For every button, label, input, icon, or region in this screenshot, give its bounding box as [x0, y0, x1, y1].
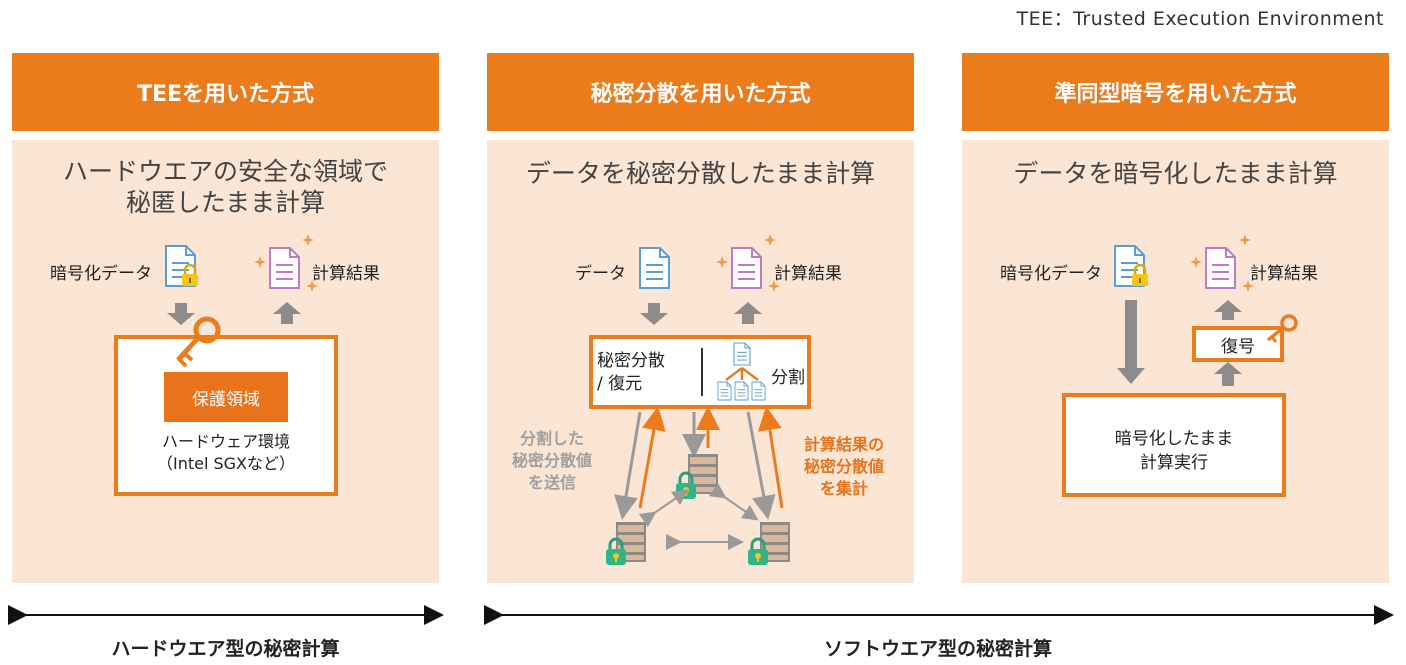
exec-line2: 計算実行	[1140, 453, 1208, 473]
up-arrow-icon-3	[1214, 300, 1242, 320]
encrypted-data-icon-2	[1114, 245, 1150, 288]
aggregate-shares-note: 計算結果の 秘密分散値 を集計	[789, 434, 899, 500]
exec-line1: 暗号化したまま	[1114, 429, 1234, 449]
homomorphic-column-panel: データを暗号化したまま計算 暗号化データ 計算結果 復号 暗号化したまま 計算実…	[962, 140, 1389, 583]
secret-sharing-subtitle: データを秘密分散したまま計算	[525, 159, 876, 188]
secret-sharing-input-label: データ	[575, 264, 626, 284]
send-shares-arrows	[614, 411, 776, 520]
tee-definition-note: TEE：Trusted Execution Environment	[1016, 8, 1384, 30]
server-icon	[604, 522, 646, 567]
tee-header-label: TEEを用いた方式	[136, 82, 315, 107]
homomorphic-subtitle: データを暗号化したまま計算	[1013, 159, 1338, 188]
down-arrow-icon-2	[640, 303, 668, 325]
long-down-arrow-icon	[1117, 300, 1145, 384]
secret-sharing-column-panel: データを秘密分散したまま計算 データ 計算結果 秘密分散 / 復元 分割 分割し…	[487, 140, 914, 583]
key-icon	[176, 316, 221, 368]
secret-sharing-process-box: 秘密分散 / 復元 分割	[589, 335, 811, 409]
tee-input-label: 暗号化データ	[50, 264, 152, 284]
protected-area-label: 保護領域	[164, 372, 288, 422]
up-arrow-icon-2	[734, 302, 762, 324]
data-document-icon	[639, 247, 670, 289]
send-note-line2: 秘密分散値	[511, 451, 592, 470]
process-line2: / 復元	[597, 374, 643, 394]
secret-sharing-column-header: 秘密分散を用いた方式	[487, 53, 914, 131]
result-document-icon-3	[1190, 234, 1254, 292]
hardware-scope-label: ハードウエア型の秘密計算	[111, 638, 340, 660]
server-link-arrows	[638, 482, 759, 550]
aggregate-note-line1: 計算結果の	[803, 435, 884, 454]
down-arrow-icon	[167, 303, 195, 325]
process-divider	[701, 348, 703, 396]
send-shares-note: 分割した 秘密分散値 を送信	[497, 428, 607, 494]
up-arrow-icon-4	[1214, 362, 1242, 386]
aggregate-note-line3: を集計	[819, 479, 868, 498]
up-arrow-icon	[273, 302, 301, 324]
decrypt-label: 復号	[1221, 336, 1255, 357]
decrypt-box: 復号	[1192, 326, 1284, 362]
server-icon	[674, 454, 718, 501]
homomorphic-input-label: 暗号化データ	[1000, 264, 1102, 284]
tee-output-label: 計算結果	[312, 264, 380, 284]
split-diagram-icon	[717, 342, 766, 401]
server-icon	[746, 522, 790, 567]
encrypted-data-icon	[165, 245, 200, 288]
secret-sharing-process-text: 秘密分散 / 復元	[597, 350, 695, 396]
hardware-env-text: ハードウェア環境 （Intel SGXなど）	[118, 431, 334, 475]
tee-subtitle-line1: ハードウエアの安全な領域で	[62, 157, 388, 186]
result-document-icon-2	[716, 234, 780, 292]
homomorphic-column-header: 準同型暗号を用いた方式	[962, 53, 1389, 131]
tee-column-panel: ハードウエアの安全な領域で 秘匿したまま計算 暗号化データ 計算結果 保護領域 …	[12, 140, 439, 583]
tee-hardware-box: 保護領域 ハードウェア環境 （Intel SGXなど）	[114, 335, 338, 496]
homomorphic-output-label: 計算結果	[1250, 264, 1318, 284]
homomorphic-exec-box: 暗号化したまま 計算実行	[1062, 393, 1286, 497]
secret-sharing-header-label: 秘密分散を用いた方式	[590, 82, 811, 107]
homomorphic-header-label: 準同型暗号を用いた方式	[1054, 82, 1297, 107]
tee-subtitle: ハードウエアの安全な領域で 秘匿したまま計算	[12, 156, 439, 218]
aggregate-note-line2: 秘密分散値	[803, 457, 884, 476]
secret-sharing-output-label: 計算結果	[774, 264, 842, 284]
hardware-env-line1: ハードウェア環境	[161, 432, 290, 451]
process-line1: 秘密分散	[597, 351, 665, 371]
tee-subtitle-line2: 秘匿したまま計算	[125, 188, 326, 217]
send-note-line3: を送信	[527, 473, 576, 492]
tee-column-header: TEEを用いた方式	[12, 53, 439, 131]
exec-text: 暗号化したまま 計算実行	[1066, 427, 1282, 475]
send-note-line1: 分割した	[519, 429, 584, 448]
software-scope-label: ソフトウエア型の秘密計算	[823, 638, 1052, 660]
split-label: 分割	[771, 368, 805, 388]
result-document-icon	[254, 234, 318, 292]
hardware-env-line2: （Intel SGXなど）	[156, 454, 296, 473]
decrypt-key-icon	[1266, 314, 1298, 343]
